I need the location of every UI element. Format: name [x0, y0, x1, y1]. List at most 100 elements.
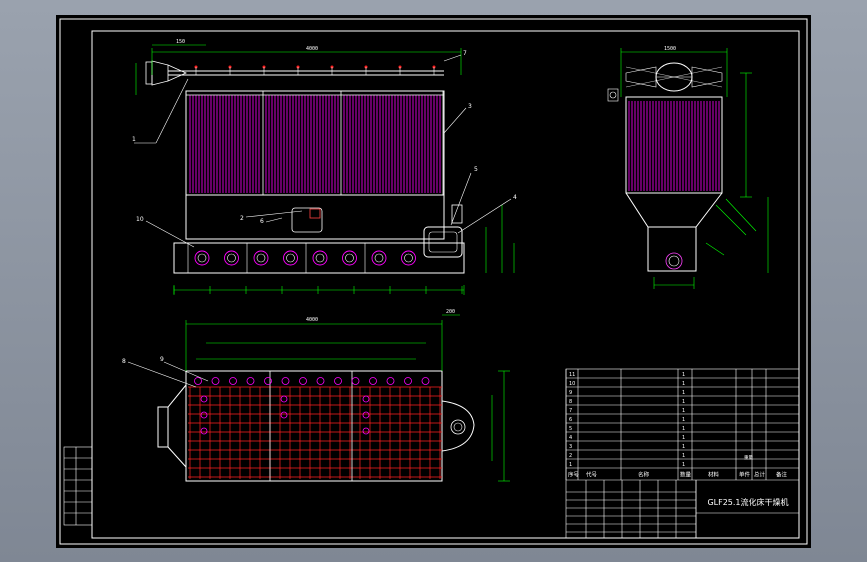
- header-cell: 代号: [586, 471, 598, 479]
- air-port: [342, 250, 357, 266]
- plan-nozzle: [211, 377, 220, 385]
- plan-nozzle: [281, 377, 290, 385]
- part-label-4: 4: [513, 194, 517, 201]
- header-cell: 备注: [776, 471, 788, 479]
- side-tube-bank: [628, 101, 720, 191]
- front-top-dim-4000: 4000: [306, 46, 318, 52]
- air-port-inner: [374, 253, 384, 263]
- air-port-inner: [256, 253, 266, 263]
- air-port-inner: [404, 253, 413, 263]
- plan-nozzle: [334, 377, 342, 385]
- cooling-tube-bank: [186, 91, 444, 195]
- row-no: 7: [569, 408, 572, 414]
- row-no: 6: [569, 417, 572, 423]
- air-port-inner: [345, 253, 354, 263]
- weight-label: 重量: [744, 454, 753, 461]
- header-cell: 序号: [568, 471, 580, 479]
- header-nozzles: [194, 65, 436, 75]
- row-qty: 1: [682, 462, 685, 468]
- part-label-8: 8: [122, 358, 126, 365]
- side-valve: [607, 88, 619, 102]
- row-qty: 1: [682, 444, 685, 450]
- row-no: 5: [569, 426, 572, 432]
- air-port-inner: [315, 253, 325, 263]
- row-qty: 1: [682, 372, 685, 378]
- drawing-title: GLF25.1流化床干燥机: [707, 497, 788, 507]
- left-margin-table: [63, 446, 93, 526]
- row-qty: 1: [682, 435, 685, 441]
- housing-body: [185, 90, 445, 196]
- header-cell: 名称: [638, 471, 650, 479]
- row-no: 10: [569, 381, 575, 387]
- plan-nozzle: [264, 377, 272, 385]
- air-port: [253, 250, 269, 266]
- air-port: [194, 250, 210, 266]
- air-port: [283, 250, 298, 266]
- header-cell: 材料: [708, 471, 720, 479]
- row-qty: 1: [682, 390, 685, 396]
- plan-view: 4000 200 8 9: [122, 309, 510, 482]
- part-label-1: 1: [132, 136, 136, 143]
- plan-outlet-drum: [441, 400, 475, 452]
- inner-border: [91, 30, 800, 539]
- air-port-inner: [227, 253, 236, 263]
- row-no: 9: [569, 390, 572, 396]
- part-label-5: 5: [474, 166, 478, 173]
- air-port-inner: [197, 253, 207, 263]
- side-housing: [625, 96, 723, 194]
- lower-windbox: [185, 194, 445, 240]
- row-qty: 1: [682, 453, 685, 459]
- vent-nozzle: [451, 204, 463, 224]
- plan-nozzle: [316, 377, 325, 385]
- plan-port: [280, 411, 288, 419]
- plan-nozzle-row: [194, 377, 430, 435]
- row-no: 8: [569, 399, 572, 405]
- plan-nozzle: [421, 377, 430, 385]
- outlet-box: [423, 226, 463, 258]
- row-qty: 1: [682, 417, 685, 423]
- plan-top-dim-200: 200: [446, 309, 455, 315]
- air-chambers: [187, 243, 416, 273]
- front-top-dim-150: 150: [176, 39, 185, 45]
- plan-port: [200, 427, 208, 435]
- front-elevation-view: 150 4000 1 2 3 4: [132, 39, 517, 295]
- part-label-3: 3: [468, 103, 472, 110]
- row-no: 11: [569, 372, 575, 378]
- plan-nozzle: [194, 377, 202, 385]
- part-label-7: 7: [463, 50, 467, 57]
- header-cell: 单件: [739, 471, 751, 479]
- row-no: 1: [569, 462, 572, 468]
- plan-top-dim-4000: 4000: [306, 317, 318, 323]
- inspection-hatch: [291, 207, 323, 233]
- plan-port: [362, 427, 370, 435]
- inlet-cone: [151, 60, 187, 86]
- plan-nozzle: [299, 377, 307, 385]
- drawing-sheet: 150 4000 1 2 3 4: [56, 15, 811, 548]
- plan-nozzle: [229, 377, 237, 385]
- row-no: 2: [569, 453, 572, 459]
- side-hopper: [625, 192, 723, 228]
- plan-inlet-cone: [167, 384, 187, 468]
- outer-border: [59, 18, 808, 545]
- air-port: [224, 250, 239, 266]
- plan-nozzle: [246, 377, 255, 385]
- plan-port: [200, 411, 208, 419]
- side-elevation-view: 1500: [607, 46, 769, 289]
- part-label-9: 9: [160, 356, 164, 363]
- drawing-canvas: 150 4000 1 2 3 4: [59, 18, 808, 545]
- header-cell: 数量: [680, 471, 692, 479]
- row-qty: 1: [682, 381, 685, 387]
- plan-port: [200, 395, 208, 403]
- plan-nozzle: [386, 377, 395, 385]
- plan-bed-outline: [185, 370, 443, 482]
- plan-nozzle: [351, 377, 360, 385]
- plan-nozzle: [369, 377, 377, 385]
- row-qty: 1: [682, 426, 685, 432]
- plan-port: [362, 411, 370, 419]
- row-no: 3: [569, 444, 572, 450]
- row-no: 4: [569, 435, 572, 441]
- part-label-10: 10: [136, 216, 144, 223]
- air-port: [312, 250, 328, 266]
